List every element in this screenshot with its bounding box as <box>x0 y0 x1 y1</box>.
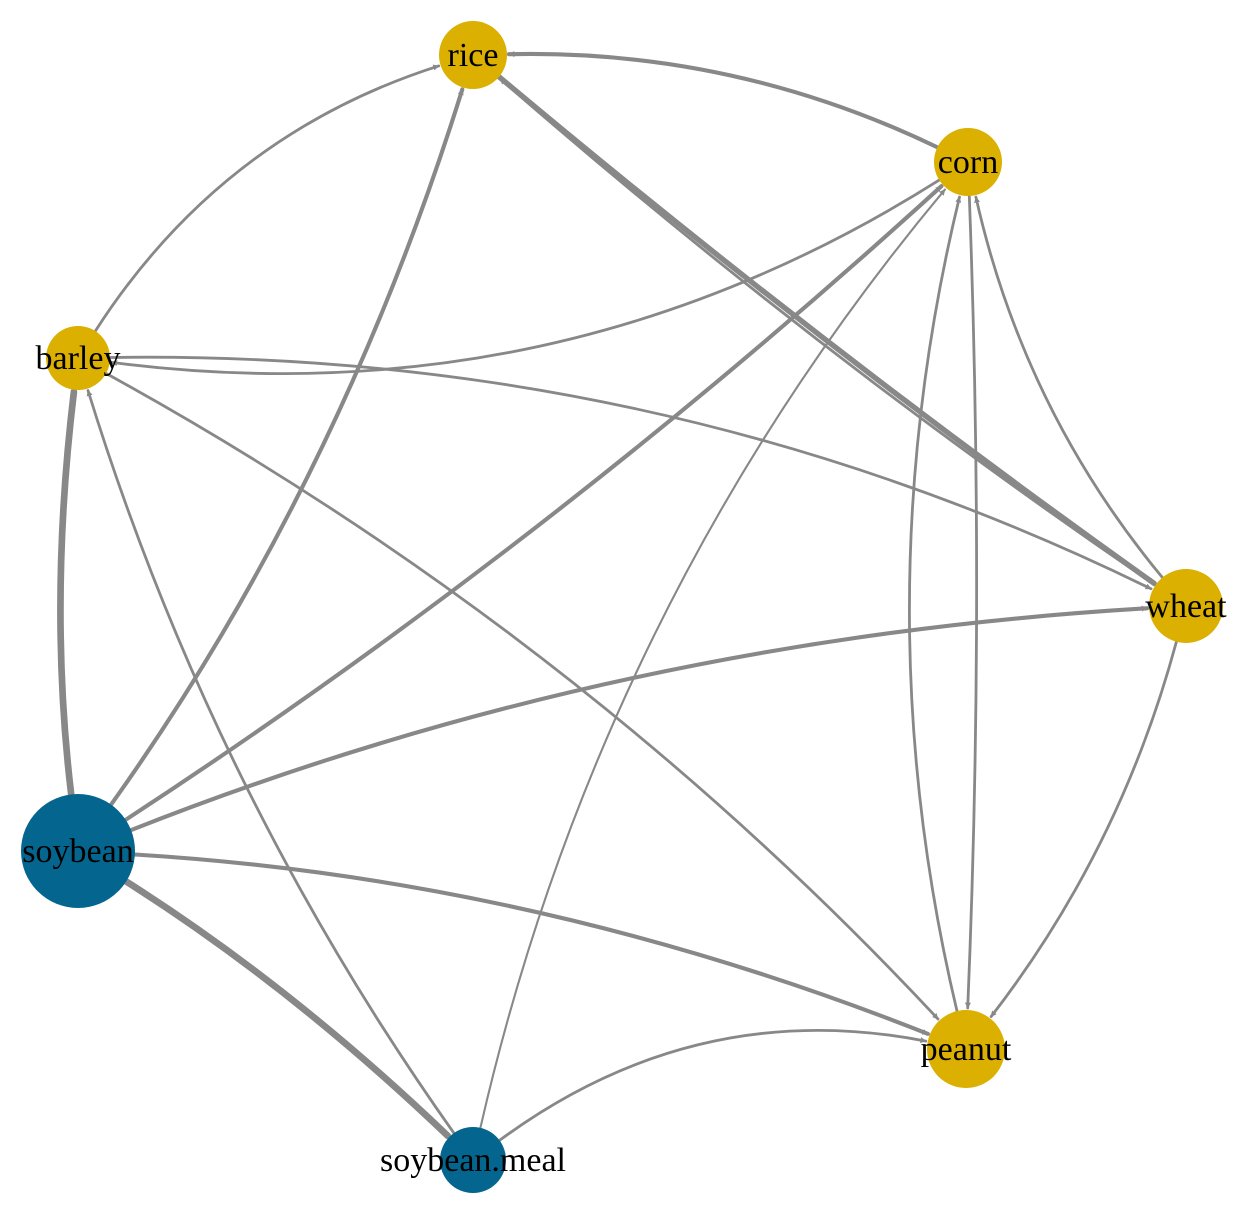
node-circle <box>21 794 135 908</box>
node-soybean-meal: soybean.meal <box>380 1127 566 1193</box>
node-barley: barley <box>36 326 121 390</box>
node-circle <box>927 1010 1005 1088</box>
node-label: rice <box>448 37 499 74</box>
edge-soybean-meal-to-corn <box>479 188 946 1129</box>
edge-soybean-to-wheat <box>128 605 1150 833</box>
edge-soybean-to-peanut <box>132 852 930 1036</box>
node-peanut: peanut <box>921 1010 1012 1088</box>
edge-corn-to-peanut <box>964 194 979 1010</box>
node-corn: corn <box>934 128 1002 196</box>
node-soybean: soybean <box>21 794 135 908</box>
node-circle <box>439 21 507 89</box>
node-circle <box>934 128 1002 196</box>
node-circle <box>440 1127 506 1193</box>
edge-barley-to-wheat <box>108 355 1153 591</box>
edge-layer <box>57 51 1178 1142</box>
edge-wheat-to-corn <box>974 195 1164 579</box>
node-layer: rice corn barley wheat soybean peanut soybean.… <box>21 21 1227 1193</box>
edge-wheat-to-peanut <box>989 640 1178 1018</box>
edge-soybean-meal-to-peanut <box>498 1028 928 1142</box>
node-rice: rice <box>439 21 507 89</box>
edge-barley-to-peanut <box>104 372 940 1021</box>
edge-corn-to-barley <box>110 178 941 376</box>
edge-soybean-meal-to-barley <box>86 389 456 1135</box>
edge-soybean-to-corn <box>123 184 944 822</box>
node-label: soybean <box>22 833 133 870</box>
node-circle <box>46 326 110 390</box>
edge-soybean-to-rice <box>109 87 465 807</box>
edge-corn-to-rice <box>506 51 940 150</box>
node-label: corn <box>938 144 998 181</box>
node-wheat: wheat <box>1145 569 1227 643</box>
edge-soybean-to-barley <box>57 388 78 798</box>
edge-barley-to-rice <box>93 64 441 333</box>
node-label: barley <box>36 340 121 377</box>
node-label: wheat <box>1145 588 1227 625</box>
node-circle <box>1149 569 1223 643</box>
node-label: soybean.meal <box>380 1142 566 1179</box>
node-label: peanut <box>921 1031 1012 1068</box>
edge-peanut-to-corn <box>908 195 962 1013</box>
edge-soybean-to-soybean-meal <box>122 878 452 1140</box>
edge-rice-to-wheat <box>496 74 1157 587</box>
edge-wheat-to-rice <box>498 77 1157 587</box>
